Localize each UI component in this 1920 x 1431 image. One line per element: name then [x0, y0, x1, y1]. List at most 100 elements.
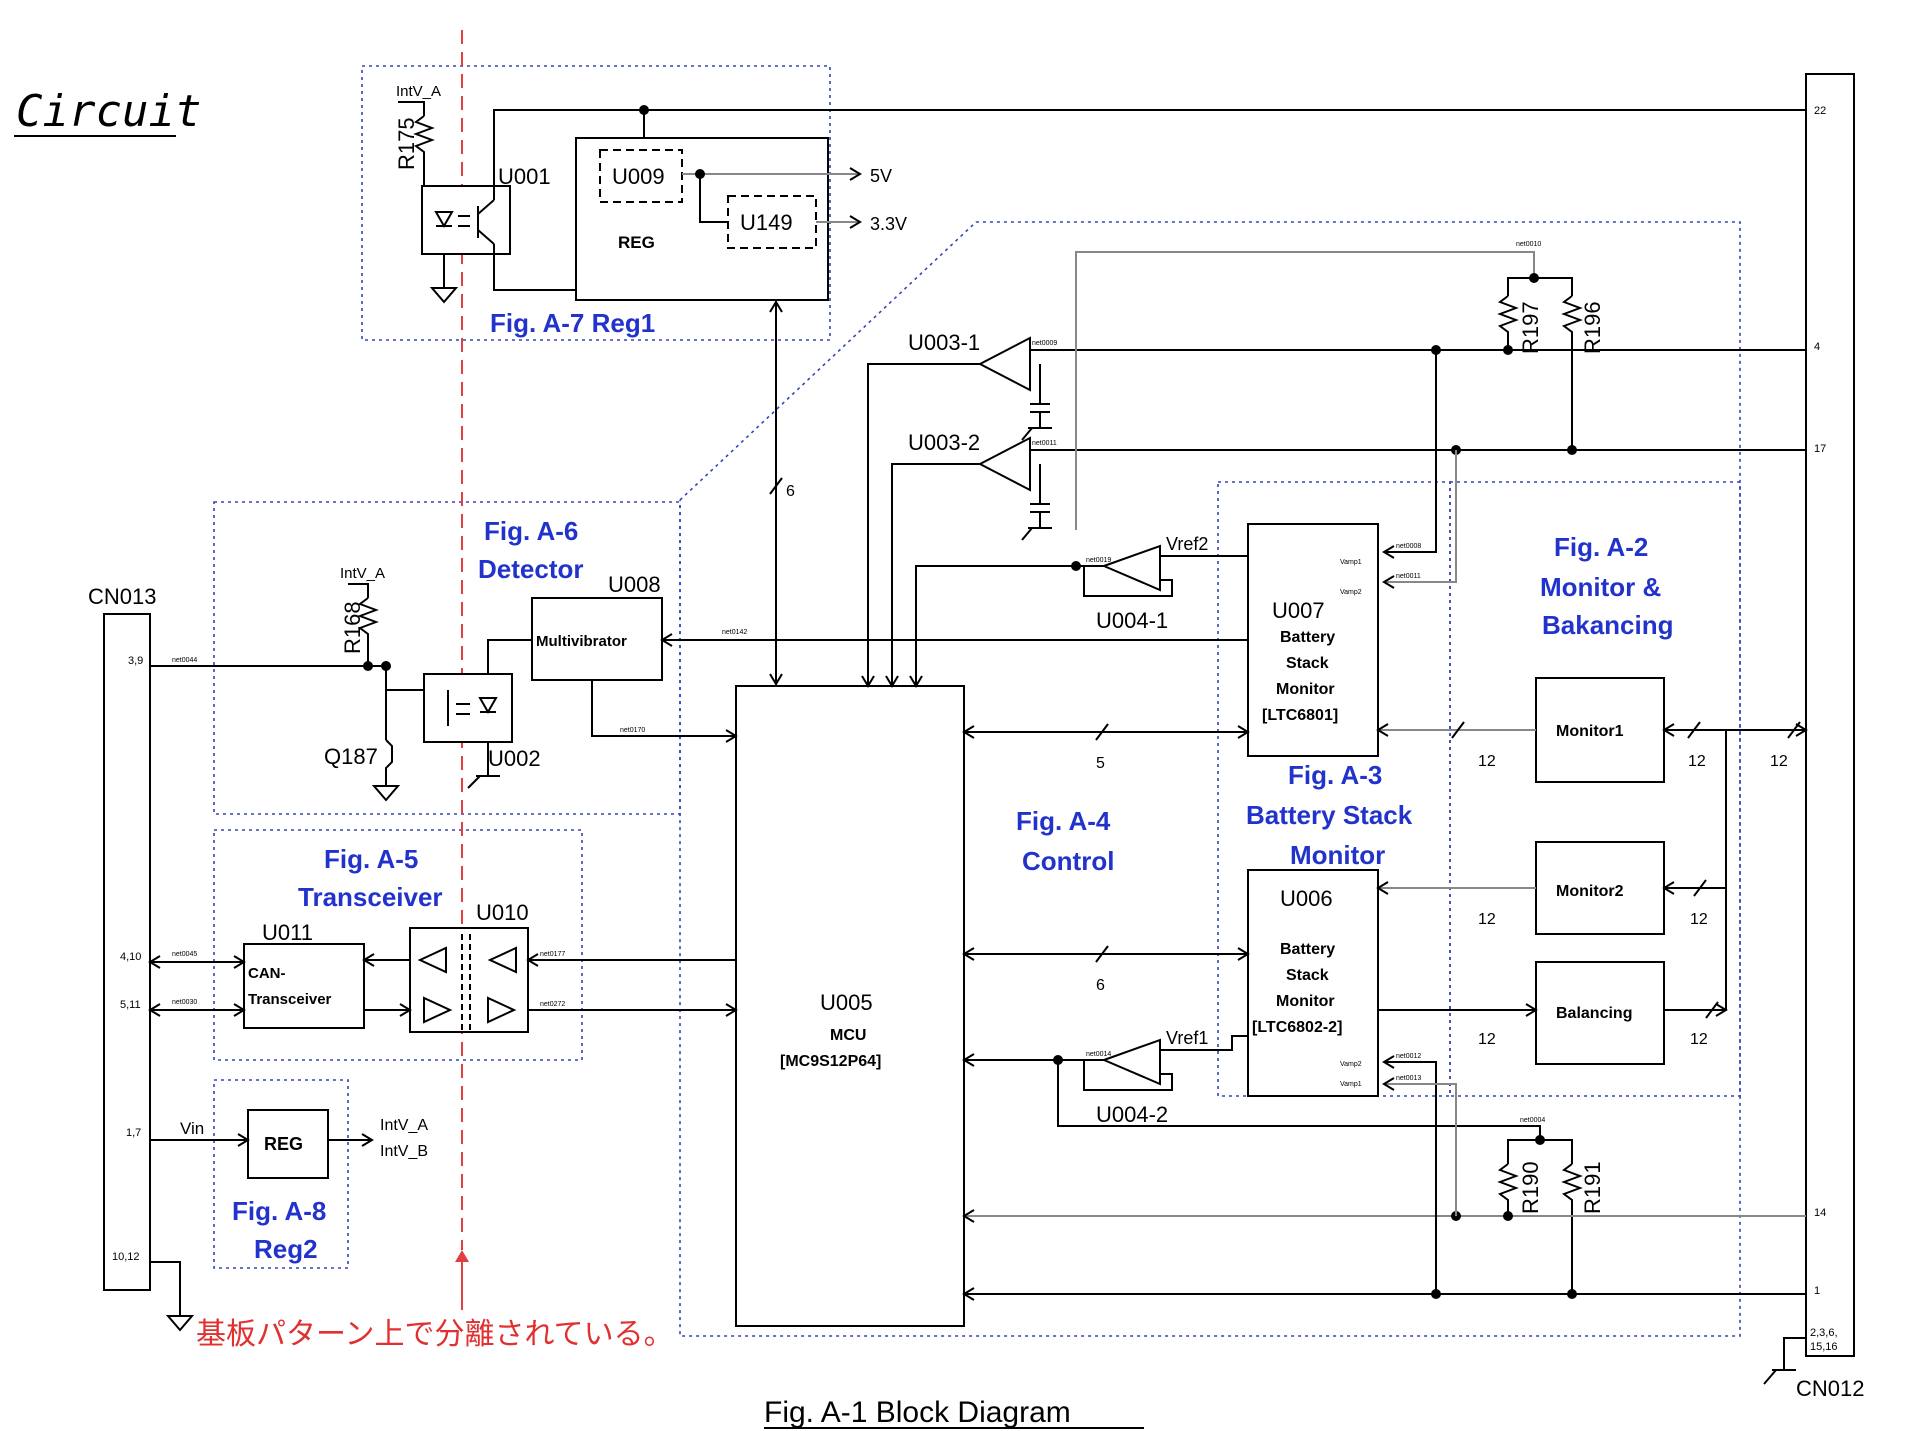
multivibrator-label: Multivibrator [536, 633, 627, 650]
pin1-dot-b [1567, 1289, 1577, 1299]
u009-label: U009 [612, 164, 665, 189]
fig-a4-label-2: Control [1022, 846, 1114, 876]
out-3v3-arrow [849, 215, 862, 229]
fig-a2-label-1: Fig. A-2 [1554, 532, 1648, 562]
fig-a2-region [1449, 481, 1741, 1097]
mcu-u007-arrow-l [962, 725, 975, 739]
r196-label: R196 [1580, 301, 1605, 354]
can-h-arrow-r [233, 955, 246, 969]
reg-mcu-bus-slash [769, 477, 783, 495]
u007-to-mv-arrow [660, 633, 673, 647]
q187-body [385, 739, 393, 786]
net-n2: net0142 [722, 629, 747, 636]
u005-desc1: MCU [830, 1027, 866, 1044]
intv-b-out: IntV_B [380, 1143, 428, 1160]
u005-desc2: [MC9S12P64] [780, 1053, 881, 1070]
u010-rx-arrow [362, 953, 375, 967]
mon2-in-arrow [1662, 881, 1675, 895]
cn012-pin-14: 14 [1814, 1207, 1826, 1219]
balancing-label: Balancing [1556, 1005, 1632, 1022]
cn013-gnd-symbol [165, 1315, 195, 1332]
u010-buf-tx-l [423, 996, 453, 1024]
net-n16: net0013 [1396, 1075, 1421, 1082]
fig-a6-label-2: Detector [478, 554, 583, 584]
vin-label: Vin [180, 1119, 204, 1138]
r191-resistor [1561, 1163, 1583, 1294]
cn012-pin-gnd-b: 15,16 [1810, 1341, 1838, 1353]
vamp1-upper-arrow [1382, 545, 1395, 559]
r197-label: R197 [1518, 301, 1543, 354]
vamp2-a: Vamp2 [1340, 589, 1362, 596]
net-n13: net0011 [1396, 573, 1421, 580]
fig-a3-label-2: Battery Stack [1246, 800, 1413, 830]
r197-resistor [1497, 295, 1519, 350]
pin1-arrow [962, 1287, 975, 1301]
fig-a8-label-1: Fig. A-8 [232, 1196, 326, 1226]
vamp1-upper [1384, 350, 1437, 553]
net-n7: net0272 [540, 1001, 565, 1008]
mcu-u006-width: 6 [1096, 977, 1105, 994]
mon2-in-slash [1693, 879, 1707, 897]
cn012-connector [1805, 73, 1855, 1357]
can-l-arrow-r [233, 1003, 246, 1017]
u008-multivibrator [531, 597, 663, 681]
can-label-2: Transceiver [248, 991, 332, 1008]
out-3v3-label: 3.3V [870, 214, 907, 234]
net-n10: net0011 [1032, 440, 1057, 447]
r175-label: R175 [394, 117, 419, 170]
mcu-in-arrow-2 [885, 675, 899, 688]
net-n12: net0008 [1396, 543, 1421, 550]
r196-branch [1534, 277, 1573, 296]
r175-top-wire [398, 101, 425, 116]
fig-a4-region [679, 221, 1741, 1337]
u003-1-gnd-hatch [1021, 427, 1033, 441]
out-5v-label: 5V [870, 166, 892, 186]
monitor2-block [1535, 841, 1665, 935]
mon1-in-arrow [1662, 723, 1675, 737]
can-h-arrow-l [148, 955, 161, 969]
vamp2-lower-arrow [1382, 1055, 1395, 1069]
cn012-gnd-hatch [1763, 1369, 1777, 1385]
u011-can-transceiver [243, 943, 365, 1029]
cn013-pin-10-12: 10,12 [112, 1251, 140, 1263]
u001-label: U001 [498, 164, 551, 189]
mon2-in-width: 12 [1690, 911, 1708, 928]
u010-buf-rx-l [417, 946, 447, 974]
u001-led [434, 211, 454, 229]
mcu-tx-arrow [725, 1003, 738, 1017]
out-5v-arrow [849, 167, 862, 181]
cn012-pin-17: 17 [1814, 443, 1826, 455]
u002-to-mv [487, 639, 532, 674]
pin14-dot-b [1503, 1211, 1513, 1221]
mcu-u006-arrow-r [1237, 947, 1250, 961]
u003-1-amp [977, 336, 1031, 392]
u003-1-label: U003-1 [908, 330, 980, 355]
u001-transistor-e [477, 229, 495, 245]
bal-out-slash [1705, 1001, 1719, 1019]
u003-2-amp [977, 436, 1031, 492]
u003-1-out [867, 363, 980, 686]
u004-1-amp [1101, 544, 1161, 592]
mcu-u006-slash [1095, 945, 1109, 963]
reg2-out-arrow [361, 1133, 374, 1147]
r197-branch [1507, 277, 1534, 296]
reg2-block [247, 1109, 329, 1179]
bal-out-arrow [1715, 1003, 1728, 1017]
vref1-wire [1160, 1035, 1248, 1051]
cn013-connector [103, 613, 151, 1291]
u005-label: U005 [820, 990, 873, 1015]
net-n4: net0045 [172, 951, 197, 958]
fig-a6-region [213, 501, 681, 815]
u001-emitter-wire [493, 244, 576, 291]
intv-a-out: IntV_A [380, 1117, 428, 1134]
u002-label: U002 [488, 746, 541, 771]
cn012-pin-22: 22 [1814, 105, 1826, 117]
u004-2-label: U004-2 [1096, 1102, 1168, 1127]
mv-to-mcu [591, 680, 736, 737]
cn012-pin-1: 1 [1814, 1285, 1820, 1297]
u007-mon1-width: 12 [1478, 753, 1496, 770]
cn012-pin-4: 4 [1814, 341, 1820, 353]
net-n14: net0014 [1086, 1051, 1111, 1058]
intv-a-mid: IntV_A [340, 565, 385, 582]
r168-resistor [357, 597, 379, 666]
